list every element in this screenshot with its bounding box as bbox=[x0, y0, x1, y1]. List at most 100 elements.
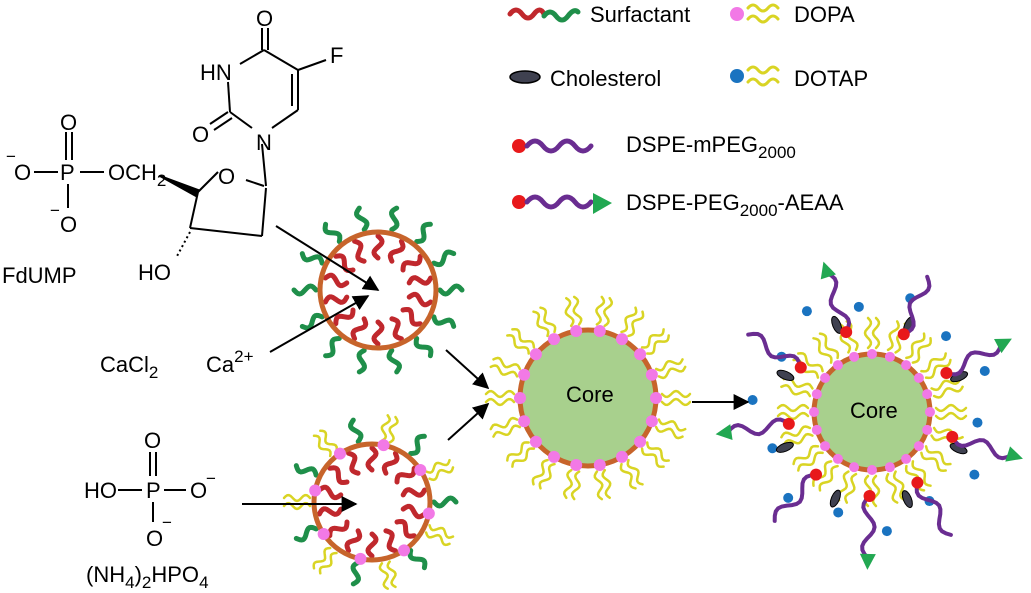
legend-dopa-label: DOPA bbox=[794, 2, 855, 27]
legend-dspe-peg-aeaa-label: DSPE-PEG2000-AEAA bbox=[626, 190, 844, 220]
lipid-tail bbox=[531, 458, 549, 486]
phosphate-structure bbox=[118, 452, 186, 522]
dotap-head bbox=[767, 443, 778, 454]
surfactant-tail bbox=[344, 528, 363, 554]
aeaa-ligand bbox=[1005, 446, 1023, 462]
arrow-top-micelle-to-core bbox=[445, 349, 490, 390]
lipid-tail bbox=[603, 296, 614, 328]
surfactant-head bbox=[413, 336, 434, 359]
dotap-tail-icon bbox=[746, 65, 780, 75]
lipid-tail bbox=[593, 470, 604, 501]
surfactant-tail bbox=[365, 531, 379, 559]
legend-cholesterol-label: Cholesterol bbox=[550, 66, 661, 91]
svg-text:O: O bbox=[14, 160, 31, 185]
lipid-tail bbox=[654, 358, 684, 372]
dopa-head bbox=[422, 507, 435, 520]
lipid-tail bbox=[506, 334, 530, 355]
svg-text:O: O bbox=[60, 212, 77, 237]
lipid-tail bbox=[797, 451, 824, 472]
svg-text:P: P bbox=[146, 478, 161, 503]
svg-text:−: − bbox=[50, 201, 60, 220]
ammonium-phosphate-label: (NH4)2HPO4 bbox=[86, 562, 209, 592]
svg-text:O: O bbox=[60, 110, 77, 135]
lipid-tail bbox=[911, 337, 932, 364]
surfactant-head bbox=[431, 249, 457, 268]
surfactant-tail bbox=[387, 238, 406, 264]
dopa-head bbox=[398, 544, 411, 557]
svg-text:HN: HN bbox=[200, 60, 232, 85]
surfactant-tail bbox=[316, 506, 344, 517]
lipid-tail bbox=[282, 493, 312, 503]
dspe-head bbox=[897, 328, 910, 341]
lipid-tail bbox=[572, 295, 583, 326]
cholesterol bbox=[831, 315, 843, 334]
cacl2-label: CaCl2 bbox=[100, 352, 158, 382]
surfactant-head bbox=[431, 314, 457, 329]
surfactant-tail bbox=[322, 272, 350, 289]
surfactant-head bbox=[386, 347, 402, 375]
dopa-head bbox=[514, 392, 526, 404]
dspe-head-icon bbox=[512, 195, 526, 209]
dopa-head bbox=[634, 348, 647, 361]
dopa-head bbox=[518, 415, 531, 428]
legend-dopa: DOPA bbox=[730, 2, 855, 27]
svg-text:F: F bbox=[330, 43, 343, 68]
lipid-tail bbox=[539, 306, 557, 334]
lipid-tail bbox=[792, 444, 820, 466]
core-label-2: Core bbox=[850, 398, 898, 423]
dspe-head bbox=[863, 489, 876, 502]
dopa-head bbox=[913, 372, 924, 383]
svg-text:O: O bbox=[144, 428, 161, 453]
surfactant-head bbox=[291, 283, 319, 297]
lipid-tail bbox=[863, 316, 873, 350]
dopa-head bbox=[922, 424, 933, 435]
dotap-head bbox=[881, 526, 892, 537]
dopa-head bbox=[811, 389, 822, 400]
dspe-head bbox=[840, 326, 853, 339]
surfactant-head bbox=[322, 221, 343, 244]
dopa-head bbox=[518, 368, 531, 381]
lipid-tail bbox=[818, 332, 840, 360]
lipid-tail bbox=[934, 403, 968, 413]
arrow-fdump-to-micelle bbox=[275, 225, 380, 291]
lipid-tail bbox=[492, 356, 522, 371]
dopa-head bbox=[645, 368, 658, 381]
lipid-tail bbox=[654, 425, 684, 440]
aeaa-triangle-icon bbox=[593, 193, 612, 214]
lipid-tail bbox=[428, 466, 455, 482]
surfactant-tail bbox=[381, 450, 400, 476]
och2-label: OCH2 bbox=[108, 160, 166, 190]
legend-surfactant: Surfactant bbox=[507, 2, 690, 27]
lipid-tail bbox=[780, 425, 812, 439]
fdump-label: FdUMP bbox=[2, 263, 77, 288]
lipid-tail bbox=[619, 462, 637, 490]
micelle-bottom-phosphate bbox=[282, 414, 459, 590]
cholesterol-icon bbox=[509, 70, 541, 84]
dopa-head bbox=[820, 441, 831, 452]
surfactant-tail bbox=[327, 465, 350, 486]
svg-text:O: O bbox=[190, 478, 207, 503]
lipid-tail bbox=[646, 334, 670, 355]
dspe-head bbox=[911, 476, 924, 489]
legend-dspe-mpeg-label: DSPE-mPEG2000 bbox=[626, 132, 796, 162]
dopa-head bbox=[832, 360, 843, 371]
lipid-tail bbox=[932, 385, 964, 399]
dopa-head bbox=[529, 435, 542, 448]
dopa-head bbox=[634, 435, 647, 448]
surfactant-tail bbox=[322, 294, 350, 305]
surfactant-head bbox=[354, 205, 370, 233]
lipid-tail bbox=[776, 403, 810, 413]
dopa-head bbox=[820, 372, 831, 383]
surfactant-head bbox=[299, 312, 325, 331]
surfactant-tail bbox=[327, 519, 350, 539]
dopa-head bbox=[645, 415, 658, 428]
lipid-tail bbox=[424, 458, 451, 474]
svg-text:N: N bbox=[256, 130, 272, 155]
surfactant-head-icon bbox=[541, 8, 581, 23]
lipid-tail bbox=[380, 414, 391, 442]
arrow-bottom-micelle-to-core bbox=[447, 402, 490, 441]
micelle-shell bbox=[317, 229, 439, 351]
dotap-head bbox=[783, 492, 794, 503]
surfactant-head bbox=[293, 524, 319, 543]
dotap-head-icon bbox=[730, 69, 744, 83]
